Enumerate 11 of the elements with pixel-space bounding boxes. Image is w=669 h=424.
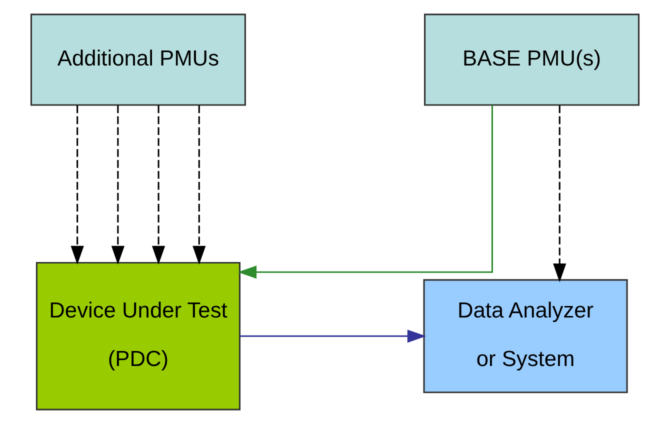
arrow xyxy=(552,105,566,282)
node-box: Additional PMUs xyxy=(30,14,246,106)
arrow xyxy=(110,105,124,265)
node-box: Data Analyzer or System xyxy=(422,279,628,394)
arrow xyxy=(70,105,84,265)
node-box: Device Under Test (PDC) xyxy=(35,262,240,410)
arrow xyxy=(237,105,492,279)
arrow xyxy=(192,105,206,265)
arrow xyxy=(151,105,165,265)
arrow xyxy=(239,330,426,343)
node-box: BASE PMU(s) xyxy=(424,14,640,106)
